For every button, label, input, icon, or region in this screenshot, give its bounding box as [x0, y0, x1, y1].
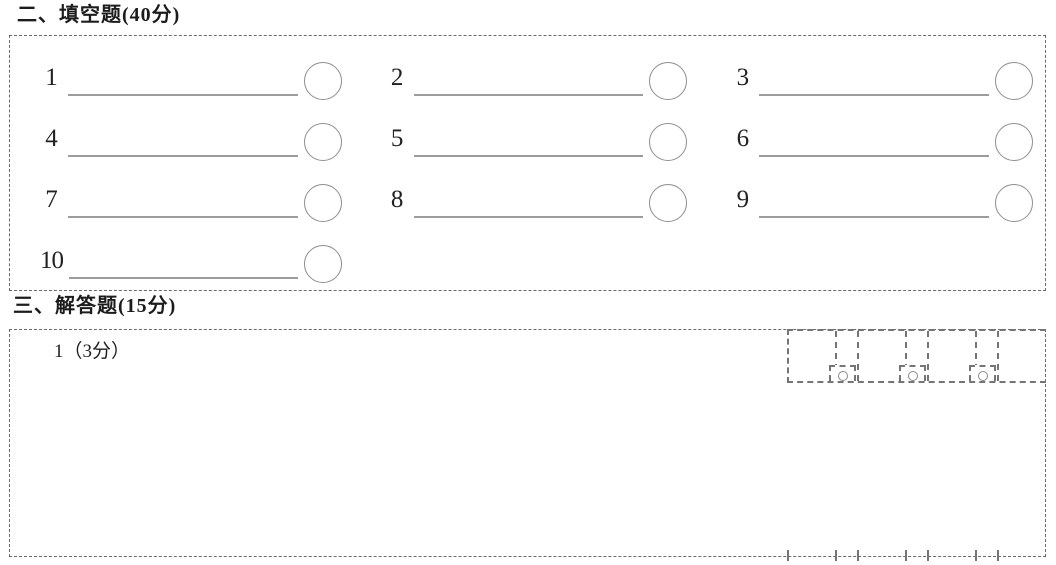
- answer-line[interactable]: [759, 216, 989, 218]
- score-mark-circle-icon: [907, 371, 918, 381]
- blank-item-5: 5: [386, 100, 688, 161]
- score-circle[interactable]: [994, 62, 1033, 100]
- answer-line[interactable]: [413, 216, 644, 218]
- section-solve-title: 三、解答题(15分): [13, 295, 177, 317]
- score-mark-box: [829, 365, 856, 381]
- score-circle[interactable]: [994, 123, 1033, 161]
- score-circle[interactable]: [649, 184, 688, 222]
- score-strip-cutoff: [787, 550, 1046, 561]
- answer-line[interactable]: [413, 94, 644, 96]
- score-box-column: [835, 550, 857, 561]
- blank-number: 1: [45, 64, 58, 91]
- score-box-column: [975, 331, 997, 381]
- answer-line[interactable]: [68, 94, 298, 96]
- blank-number: 10: [40, 247, 64, 274]
- blank-item-3: 3: [731, 39, 1033, 100]
- blank-number: 7: [45, 186, 58, 213]
- score-circle[interactable]: [649, 62, 688, 100]
- section-fill-title: 二、填空题(40分): [17, 4, 181, 26]
- blank-item-10: 10: [40, 222, 342, 283]
- blank-number: 6: [736, 125, 750, 152]
- blank-item-6: 6: [731, 100, 1033, 161]
- score-circle[interactable]: [303, 245, 342, 283]
- score-circle[interactable]: [303, 184, 342, 222]
- score-box-column: [975, 550, 997, 561]
- score-box: [789, 550, 859, 561]
- score-mark-circle-icon: [837, 371, 848, 381]
- score-box: [929, 550, 999, 561]
- question-label: 1（3分）: [54, 341, 131, 362]
- blank-item-9: 9: [731, 161, 1033, 222]
- blank-item-1: 1: [40, 39, 342, 100]
- blank-item-4: 4: [40, 100, 342, 161]
- blank-item-8: 8: [386, 161, 688, 222]
- score-strip: [787, 329, 1046, 383]
- score-circle[interactable]: [303, 123, 342, 161]
- blank-item-7: 7: [40, 161, 342, 222]
- score-box-column: [835, 331, 857, 381]
- answer-line[interactable]: [69, 277, 298, 279]
- score-mark-box: [969, 365, 996, 381]
- blank-number: 5: [390, 125, 404, 152]
- fill-answer-area: 1 2 3 4 5: [9, 35, 1046, 291]
- blank-number: 8: [390, 186, 404, 213]
- blank-number: 2: [390, 64, 404, 91]
- score-mark-box: [899, 365, 926, 381]
- score-box: [789, 331, 859, 381]
- answer-line[interactable]: [759, 155, 989, 157]
- answer-line[interactable]: [759, 94, 989, 96]
- blank-number: 3: [736, 64, 750, 91]
- blank-grid: 1 2 3 4 5: [10, 36, 1045, 283]
- blank-number: 4: [45, 125, 58, 152]
- blank-number: 9: [736, 186, 750, 213]
- score-circle[interactable]: [649, 123, 688, 161]
- score-box: [859, 550, 929, 561]
- solve-answer-area: 1（3分）: [9, 329, 1046, 561]
- answer-line[interactable]: [413, 155, 644, 157]
- blank-item-2: 2: [386, 39, 688, 100]
- score-box-column: [905, 550, 927, 561]
- answer-line[interactable]: [68, 155, 298, 157]
- score-box: [929, 331, 999, 381]
- score-circle[interactable]: [303, 62, 342, 100]
- answer-line[interactable]: [68, 216, 298, 218]
- score-box: [859, 331, 929, 381]
- score-mark-circle-icon: [977, 371, 988, 381]
- score-circle[interactable]: [994, 184, 1033, 222]
- score-box-column: [905, 331, 927, 381]
